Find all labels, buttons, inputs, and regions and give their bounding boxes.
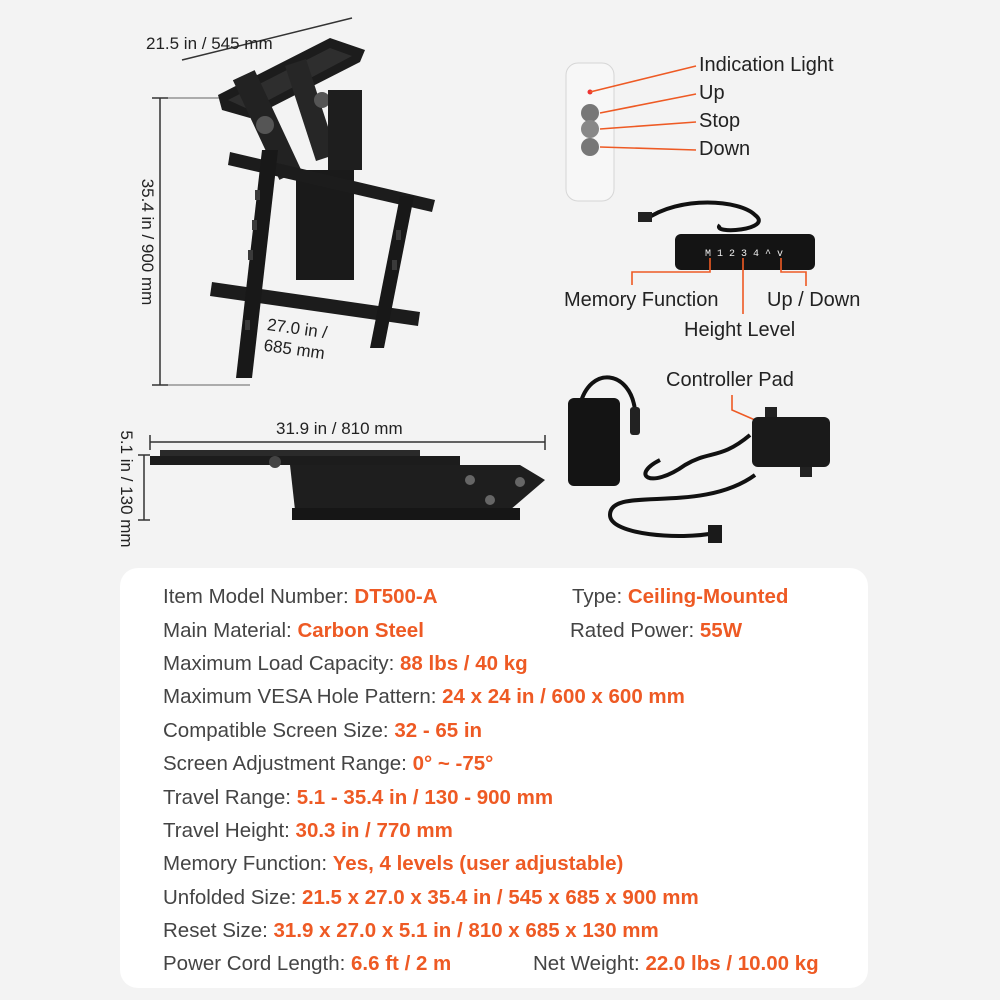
- spec-adjust-label: Screen Adjustment Range:: [163, 752, 407, 775]
- spec-vesa: Maximum VESA Hole Pattern: 24 x 24 in / …: [163, 685, 685, 709]
- spec-travel-height: Travel Height: 30.3 in / 770 mm: [163, 819, 453, 843]
- spec-power-label: Rated Power:: [570, 619, 695, 642]
- controller-pad-illustration: [752, 407, 830, 477]
- spec-reset: Reset Size: 31.9 x 27.0 x 5.1 in / 810 x…: [163, 919, 659, 943]
- spec-load-label: Maximum Load Capacity:: [163, 652, 395, 675]
- spec-vesa-value: 24 x 24 in / 600 x 600 mm: [442, 685, 685, 708]
- spec-travel-range-value: 5.1 - 35.4 in / 130 - 900 mm: [296, 786, 554, 809]
- spec-adjust-value: 0° ~ -75°: [412, 752, 494, 775]
- spec-card: [120, 568, 868, 988]
- spec-type: Type: Ceiling-Mounted: [572, 585, 788, 609]
- spec-travel-range: Travel Range: 5.1 - 35.4 in / 130 - 900 …: [163, 786, 553, 810]
- mount-width-label: 27.0 in / 685 mm: [262, 314, 329, 364]
- height-level-label: Height Level: [684, 319, 796, 341]
- spec-power-value: 55W: [699, 619, 743, 642]
- reset-mount-illustration: [138, 435, 546, 521]
- controller-pad-label: Controller Pad: [666, 369, 794, 391]
- stop-button-icon: [581, 120, 599, 138]
- spec-cord: Power Cord Length: 6.6 ft / 2 m: [163, 952, 451, 976]
- spec-cord-label: Power Cord Length:: [163, 952, 346, 975]
- reset-height-label: 5.1 in / 130 mm: [117, 430, 136, 548]
- stop-label: Stop: [699, 110, 741, 132]
- memory-function-label: Memory Function: [564, 289, 719, 311]
- unfolded-height-label: 35.4 in / 900 mm: [138, 178, 157, 306]
- spec-vesa-label: Maximum VESA Hole Pattern:: [163, 685, 437, 708]
- keypad-buttons-text: M 1 2 3 4 ^ v: [705, 249, 783, 260]
- spec-adjust: Screen Adjustment Range: 0° ~ -75°: [163, 752, 493, 776]
- spec-type-value: Ceiling-Mounted: [627, 585, 789, 608]
- spec-reset-label: Reset Size:: [163, 919, 268, 942]
- spec-weight-value: 22.0 lbs / 10.00 kg: [645, 952, 819, 975]
- spec-weight: Net Weight: 22.0 lbs / 10.00 kg: [533, 952, 819, 976]
- spec-weight-label: Net Weight:: [533, 952, 640, 975]
- remote-control-illustration: [565, 62, 697, 202]
- up-label: Up: [699, 82, 725, 104]
- spec-travel-height-value: 30.3 in / 770 mm: [295, 819, 453, 842]
- spec-load-value: 88 lbs / 40 kg: [400, 652, 528, 675]
- spec-model: Item Model Number: DT500-A: [163, 585, 438, 609]
- spec-cord-value: 6.6 ft / 2 m: [351, 952, 452, 975]
- spec-travel-height-label: Travel Height:: [163, 819, 290, 842]
- spec-memory-label: Memory Function:: [163, 852, 328, 875]
- spec-load: Maximum Load Capacity: 88 lbs / 40 kg: [163, 652, 528, 676]
- spec-reset-value: 31.9 x 27.0 x 5.1 in / 810 x 685 x 130 m…: [273, 919, 659, 942]
- spec-material-value: Carbon Steel: [297, 619, 424, 642]
- spec-screen-value: 32 - 65 in: [394, 719, 483, 742]
- power-adapter-illustration: [568, 375, 757, 543]
- unfolded-depth-label: 21.5 in / 545 mm: [146, 34, 273, 53]
- spec-memory: Memory Function: Yes, 4 levels (user adj…: [163, 852, 623, 876]
- unfolded-mount-illustration: [152, 17, 435, 386]
- reset-length-label: 31.9 in / 810 mm: [276, 419, 403, 438]
- spec-material: Main Material: Carbon Steel: [163, 619, 424, 643]
- spec-unfolded-value: 21.5 x 27.0 x 35.4 in / 545 x 685 x 900 …: [302, 886, 699, 909]
- spec-type-label: Type:: [572, 585, 623, 608]
- keypad-illustration: M 1 2 3 4 ^ v: [631, 200, 815, 314]
- spec-memory-value: Yes, 4 levels (user adjustable): [332, 852, 624, 875]
- spec-model-value: DT500-A: [354, 585, 438, 608]
- spec-travel-range-label: Travel Range:: [163, 786, 291, 809]
- spec-model-label: Item Model Number:: [163, 585, 349, 608]
- down-label: Down: [699, 138, 751, 160]
- spec-screen: Compatible Screen Size: 32 - 65 in: [163, 719, 482, 743]
- spec-unfolded: Unfolded Size: 21.5 x 27.0 x 35.4 in / 5…: [163, 886, 699, 910]
- up-down-label: Up / Down: [767, 289, 861, 311]
- spec-power: Rated Power: 55W: [570, 619, 742, 643]
- spec-screen-label: Compatible Screen Size:: [163, 719, 389, 742]
- spec-material-label: Main Material:: [163, 619, 292, 642]
- up-button-icon: [581, 104, 599, 122]
- indication-light-label: Indication Light: [699, 54, 834, 76]
- spec-unfolded-label: Unfolded Size:: [163, 886, 297, 909]
- down-button-icon: [581, 138, 599, 156]
